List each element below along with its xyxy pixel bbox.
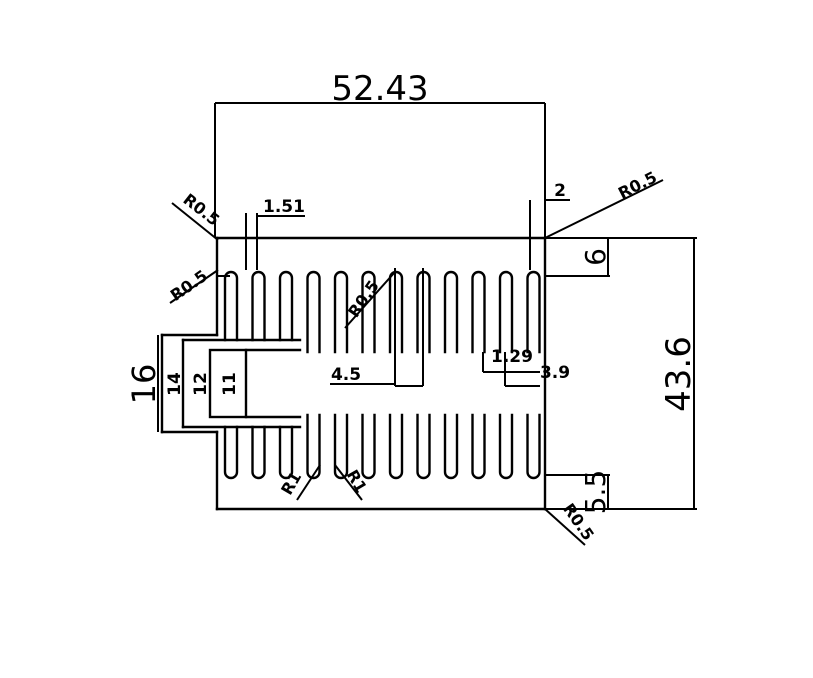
bottom-fin-slot [443,413,459,480]
bottom-fin-slot [333,413,349,480]
top-fin-slot [333,270,349,354]
bottom-fin-slot [471,413,486,480]
top-fin-slot [526,270,541,354]
top-fin-slot [498,270,514,354]
top-fin-slot [251,270,266,342]
center-gap-label: 4.5 [331,365,361,385]
top-fin-slot [278,270,294,342]
bottom-fin-slot [388,413,404,480]
slot-14-label: 14 [165,372,185,396]
slot-11-label: 11 [220,372,240,396]
fin-pitch-label: 1.29 [491,347,533,367]
top-fin-slot [443,270,459,354]
bottom-fin-slot [526,413,541,480]
top-fin-slot [361,270,376,354]
top-fin-slot [306,270,321,354]
top-step-label: 6 [579,248,612,266]
top-fins [217,270,541,354]
radius-left-label: R0.5 [167,266,211,305]
overall-width-label: 52.43 [331,69,428,109]
dimension-lines [157,102,697,546]
bottom-fin-slot [251,425,266,480]
top-fin-slot [223,270,239,342]
slot-12-label: 12 [191,372,211,396]
overall-height-label: 43.6 [659,336,699,412]
top-fin-slot [471,270,486,354]
bottom-fin-slot [306,413,321,480]
fin-thickness-label: 1.51 [263,197,305,217]
bottom-fin-slot [498,413,514,480]
bottom-fin-slot [278,425,294,480]
slot-outer-height-label: 16 [125,364,163,405]
profile-outline [160,236,547,511]
radius-top-right-label: R0.5 [615,167,660,202]
radius-top-left-label: R0.5 [180,190,224,230]
radius-center-label: R0.5 [344,277,383,321]
bottom-step-label: 5.5 [579,470,612,515]
bottom-fin-slot [416,413,431,480]
bottom-fins [223,413,541,480]
right-wall-label: 2 [554,181,566,201]
right-offset-label: 3.9 [540,363,570,383]
bottom-fin-slot [361,413,376,480]
center-details [330,268,540,387]
bottom-fin-slot [223,425,239,480]
